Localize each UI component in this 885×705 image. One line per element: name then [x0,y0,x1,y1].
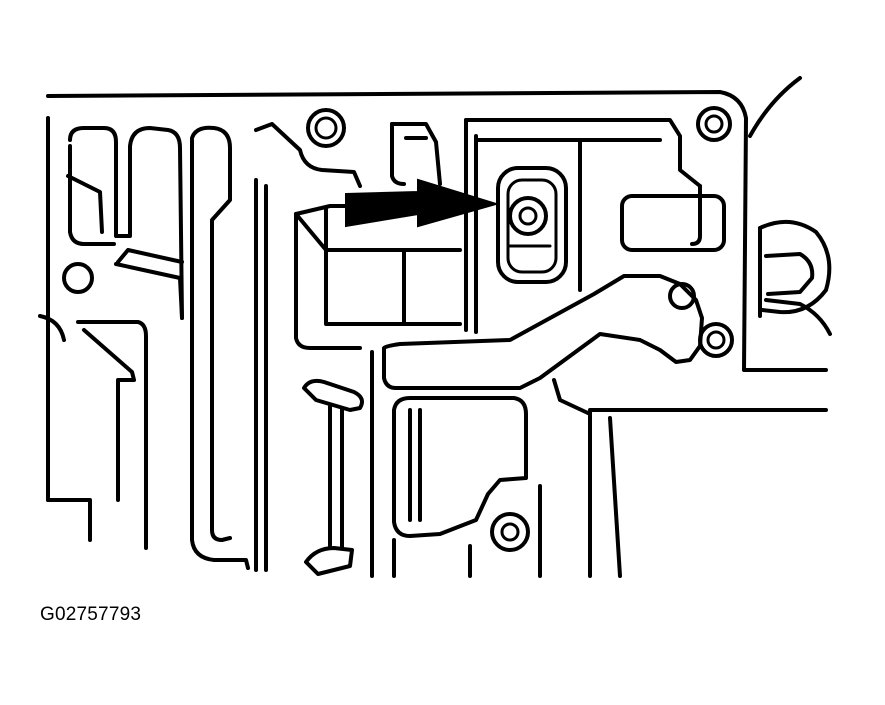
center-block [254,106,732,350]
right-round-part [758,220,832,336]
casting-outline [46,76,828,578]
link-plate [370,274,734,578]
left-channels [38,125,268,572]
small-tabs [302,378,364,576]
target-component [496,166,568,284]
lower-pocket [392,396,542,578]
figure-id-label: G02757793 [40,604,142,625]
pointer-arrow [345,178,500,228]
